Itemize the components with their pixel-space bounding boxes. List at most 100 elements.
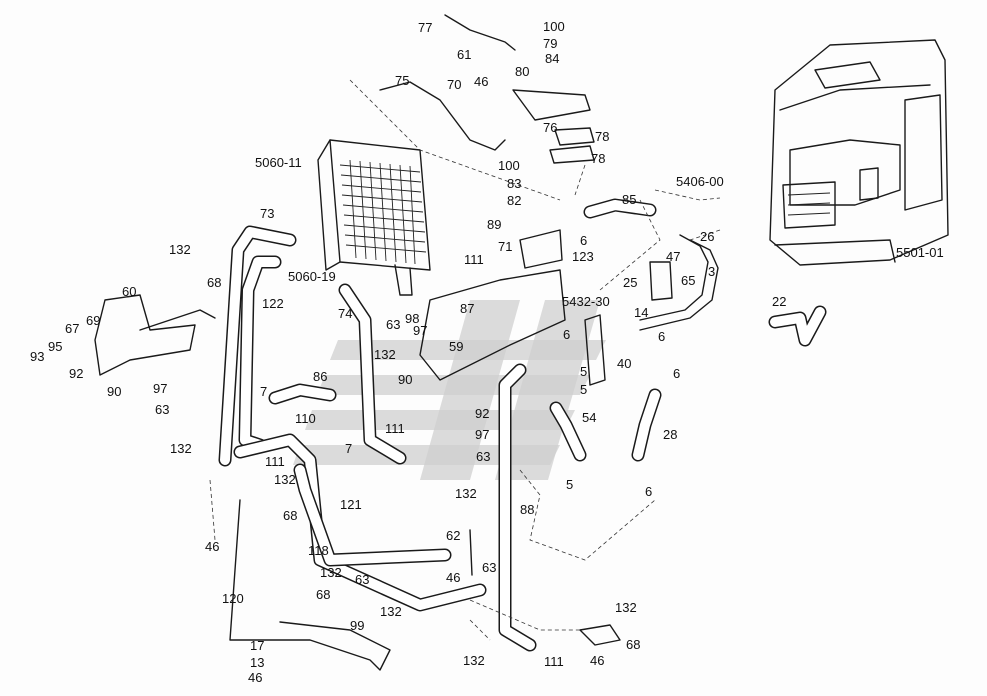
callout: 70 (447, 77, 462, 92)
callout: 80 (515, 64, 530, 79)
callout: 97 (413, 323, 428, 338)
callout: 111 (385, 421, 405, 436)
callout: 92 (69, 366, 84, 381)
callout: 118 (308, 543, 329, 558)
callout: 132 (169, 242, 191, 257)
callout: 78 (595, 129, 610, 144)
callout: 121 (340, 497, 362, 512)
callout: 111 (464, 252, 484, 267)
callout: 46 (590, 653, 605, 668)
callout: 78 (591, 151, 606, 166)
callout: 73 (260, 206, 275, 221)
callout: 132 (374, 347, 396, 362)
callout: 6 (645, 484, 653, 499)
callout: 40 (617, 356, 632, 371)
callout: 5 (566, 477, 574, 492)
callout: 110 (295, 411, 316, 426)
callout: 87 (460, 301, 475, 316)
callout: 71 (498, 239, 513, 254)
callout: 26 (700, 229, 715, 244)
callout: 132 (615, 600, 637, 615)
callout: 85 (622, 192, 637, 207)
callout: 63 (355, 572, 370, 587)
callout: 65 (681, 273, 696, 288)
callout: 84 (545, 51, 560, 66)
truck-cab-illustration (769, 39, 949, 266)
callout: 7 (345, 441, 353, 456)
callout: 86 (313, 369, 328, 384)
callout: 28 (663, 427, 678, 442)
callout: 60 (122, 284, 137, 299)
callout: 5 (580, 364, 588, 379)
callout: 63 (476, 449, 491, 464)
callout: 123 (572, 249, 594, 264)
callout: 132 (320, 565, 342, 580)
callout: 61 (457, 47, 472, 62)
callout: 111 (544, 654, 564, 669)
callout: 6 (563, 327, 571, 342)
callout: 76 (543, 120, 558, 135)
callout: 46 (446, 570, 461, 585)
callout: 93 (30, 349, 45, 364)
callout: 46 (205, 539, 220, 554)
callout: 100 (498, 158, 520, 173)
callout: 122 (262, 296, 284, 311)
callout: 14 (634, 305, 649, 320)
callout: 46 (248, 670, 263, 685)
callout: 92 (475, 406, 490, 421)
callout: 97 (475, 427, 490, 442)
callout: 97 (153, 381, 168, 396)
callout: 83 (507, 176, 522, 191)
callout: 67 (65, 321, 80, 336)
callout: 132 (380, 604, 402, 619)
callout: 90 (398, 372, 413, 387)
callout: 5 (580, 382, 588, 397)
callout: 77 (418, 20, 433, 35)
callout: 132 (170, 441, 192, 456)
callout: 79 (543, 36, 558, 51)
leader-lines (209, 79, 721, 641)
callout: 111 (265, 454, 285, 469)
callout: 3 (708, 264, 716, 279)
callout: 63 (386, 317, 401, 332)
callout: 68 (207, 275, 222, 290)
callout: 98 (405, 311, 420, 326)
callout: 46 (474, 74, 489, 89)
callout: 75 (395, 73, 410, 88)
ref-label: 5501-01 (896, 245, 944, 260)
callout: 89 (487, 217, 502, 232)
misc-parts (94, 14, 673, 671)
radiator-illustration (317, 139, 431, 296)
hose-assembly (218, 198, 827, 652)
callout: 120 (222, 591, 244, 606)
watermark-logo (293, 300, 606, 480)
ref-label: 5432-30 (562, 294, 610, 309)
callout: 63 (155, 402, 170, 417)
callout: 132 (463, 653, 485, 668)
callout: 74 (338, 306, 353, 321)
callout: 90 (107, 384, 122, 399)
ref-label: 5060-19 (288, 269, 336, 284)
callout: 59 (449, 339, 464, 354)
callout: 22 (772, 294, 787, 309)
callout: 68 (316, 587, 331, 602)
ref-label: 5060-11 (255, 155, 302, 170)
callout: 47 (666, 249, 681, 264)
callout: 54 (582, 410, 597, 425)
callout: 99 (350, 618, 365, 633)
callout: 17 (250, 638, 265, 653)
callout: 68 (283, 508, 298, 523)
callout: 82 (507, 193, 522, 208)
callout: 132 (274, 472, 296, 487)
callout: 100 (543, 19, 565, 34)
callout: 68 (626, 637, 641, 652)
callout: 25 (623, 275, 638, 290)
callout: 62 (446, 528, 461, 543)
callout: 95 (48, 339, 63, 354)
callout: 6 (580, 233, 588, 248)
callout: 7 (260, 384, 268, 399)
callout: 13 (250, 655, 265, 670)
callout: 6 (658, 329, 666, 344)
